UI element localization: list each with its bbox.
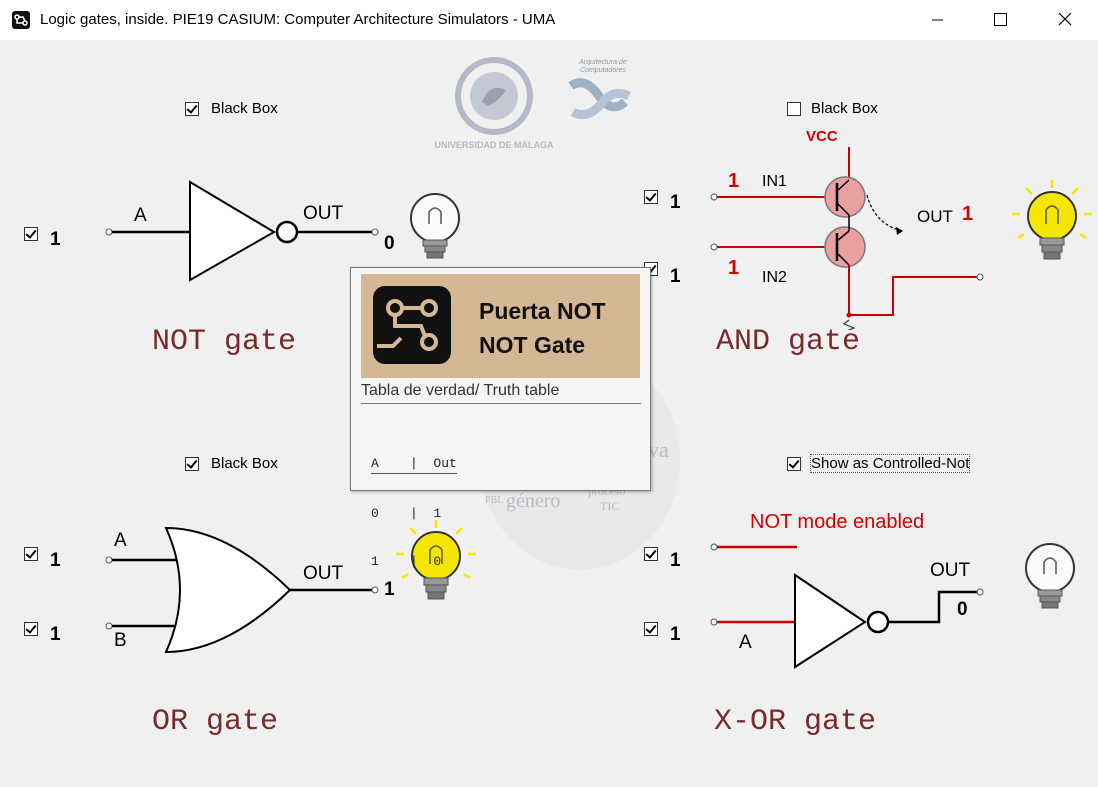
not-black-box-checkbox[interactable] [185, 102, 199, 116]
not-pin-out-label: OUT [303, 203, 344, 224]
circuit-board-icon [373, 286, 451, 364]
svg-text:UNIVERSIDAD DE MÁLAGA: UNIVERSIDAD DE MÁLAGA [434, 140, 554, 150]
app-icon [12, 11, 30, 29]
or-output-value: 1 [384, 579, 395, 600]
or-gate-title: OR gate [152, 705, 279, 739]
xor-input-a-checkbox[interactable] [644, 622, 658, 636]
xor-mode-text: NOT mode enabled [750, 511, 925, 533]
tooltip-subtitle: Tabla de verdad/ Truth table [361, 382, 560, 399]
and-black-box-checkbox[interactable] [787, 102, 801, 116]
svg-text:PBL: PBL [485, 495, 503, 506]
xor-input-a-value: 1 [670, 624, 681, 645]
and-black-box-label: Black Box [811, 100, 878, 117]
maximize-button[interactable] [978, 0, 1024, 40]
xor-controlled-not-checkbox[interactable] [787, 457, 801, 471]
maximize-icon [994, 13, 1007, 26]
not-pin-a-label: A [134, 205, 147, 226]
close-button[interactable] [1042, 0, 1088, 40]
or-pin-b-label: B [114, 630, 127, 651]
or-input-b-value: 1 [50, 624, 61, 645]
close-icon [1058, 12, 1072, 26]
not-lightbulb-off-icon [410, 193, 460, 259]
or-input-b-checkbox[interactable] [24, 622, 38, 636]
tooltip-header: Puerta NOT NOT Gate [361, 274, 640, 378]
svg-text:género: género [506, 490, 560, 512]
and-in2-label: IN2 [762, 269, 787, 286]
xor-pin-a-label: A [739, 632, 752, 653]
or-lightbulb-on-icon [396, 520, 476, 600]
gate-info-tooltip: Puerta NOT NOT Gate Tabla de verdad/ Tru… [350, 267, 651, 569]
minimize-button[interactable] [914, 0, 960, 40]
minimize-icon [932, 19, 943, 21]
and-output-value: 1 [962, 203, 974, 225]
xor-pin-out-label: OUT [930, 560, 971, 581]
not-gate-symbol [105, 180, 379, 282]
not-input-a-checkbox[interactable] [24, 227, 38, 241]
or-gate-symbol [105, 526, 379, 654]
simulator-canvas: va género proceso TIC PBL UNIVERSIDAD DE… [0, 40, 1098, 787]
truth-table-row: 0 | 1 [371, 506, 442, 521]
title-bar: Logic gates, inside. PIE19 CASIUM: Compu… [0, 0, 1098, 40]
university-logo: UNIVERSIDAD DE MÁLAGA [434, 57, 554, 150]
and-lightbulb-on-icon [1012, 180, 1092, 260]
truth-table: A | Out 0 | 1 1 | 0 [371, 424, 457, 602]
or-input-a-value: 1 [50, 550, 61, 571]
architecture-logo: Arquitectura de Computadores [568, 59, 632, 120]
or-pin-out-label: OUT [303, 563, 344, 584]
svg-text:TIC: TIC [600, 499, 619, 513]
and-pin-out-label: OUT [917, 207, 953, 226]
not-black-box-label: Black Box [211, 100, 278, 117]
truth-table-row: 1 | 0 [371, 554, 442, 569]
svg-text:Computadores: Computadores [580, 67, 626, 74]
tooltip-title-es: Puerta NOT [479, 298, 606, 324]
xor-controlled-not-label: Show as Controlled-Not [809, 454, 971, 473]
tooltip-divider [361, 403, 641, 404]
xor-gate-title: X-OR gate [714, 705, 877, 739]
and-in1-state: 1 [728, 170, 740, 192]
not-output-value: 0 [384, 233, 395, 254]
xor-control-value: 1 [670, 550, 681, 571]
svg-text:va: va [648, 437, 669, 462]
window-title: Logic gates, inside. PIE19 CASIUM: Compu… [40, 11, 556, 28]
and-in2-value: 1 [670, 266, 681, 287]
and-transistor-circuit [710, 147, 984, 330]
and-gate-title: AND gate [716, 325, 861, 359]
and-in1-checkbox[interactable] [644, 190, 658, 204]
xor-controlled-not-symbol [710, 543, 984, 669]
and-in1-label: IN1 [762, 173, 787, 190]
svg-text:Arquitectura de: Arquitectura de [578, 59, 627, 66]
and-in1-value: 1 [670, 192, 681, 213]
not-input-a-value: 1 [50, 229, 61, 250]
xor-control-checkbox[interactable] [644, 547, 658, 561]
not-gate-title: NOT gate [152, 325, 297, 359]
and-vcc-label: VCC [806, 128, 838, 145]
or-input-a-checkbox[interactable] [24, 547, 38, 561]
xor-lightbulb-off-icon [1025, 543, 1075, 609]
xor-output-value: 0 [957, 599, 968, 620]
tooltip-title-en: NOT Gate [479, 332, 586, 358]
truth-table-header: A | Out [371, 456, 457, 474]
or-pin-a-label: A [114, 530, 127, 551]
or-black-box-label: Black Box [211, 455, 278, 472]
and-in2-state: 1 [728, 257, 740, 279]
or-black-box-checkbox[interactable] [185, 457, 199, 471]
